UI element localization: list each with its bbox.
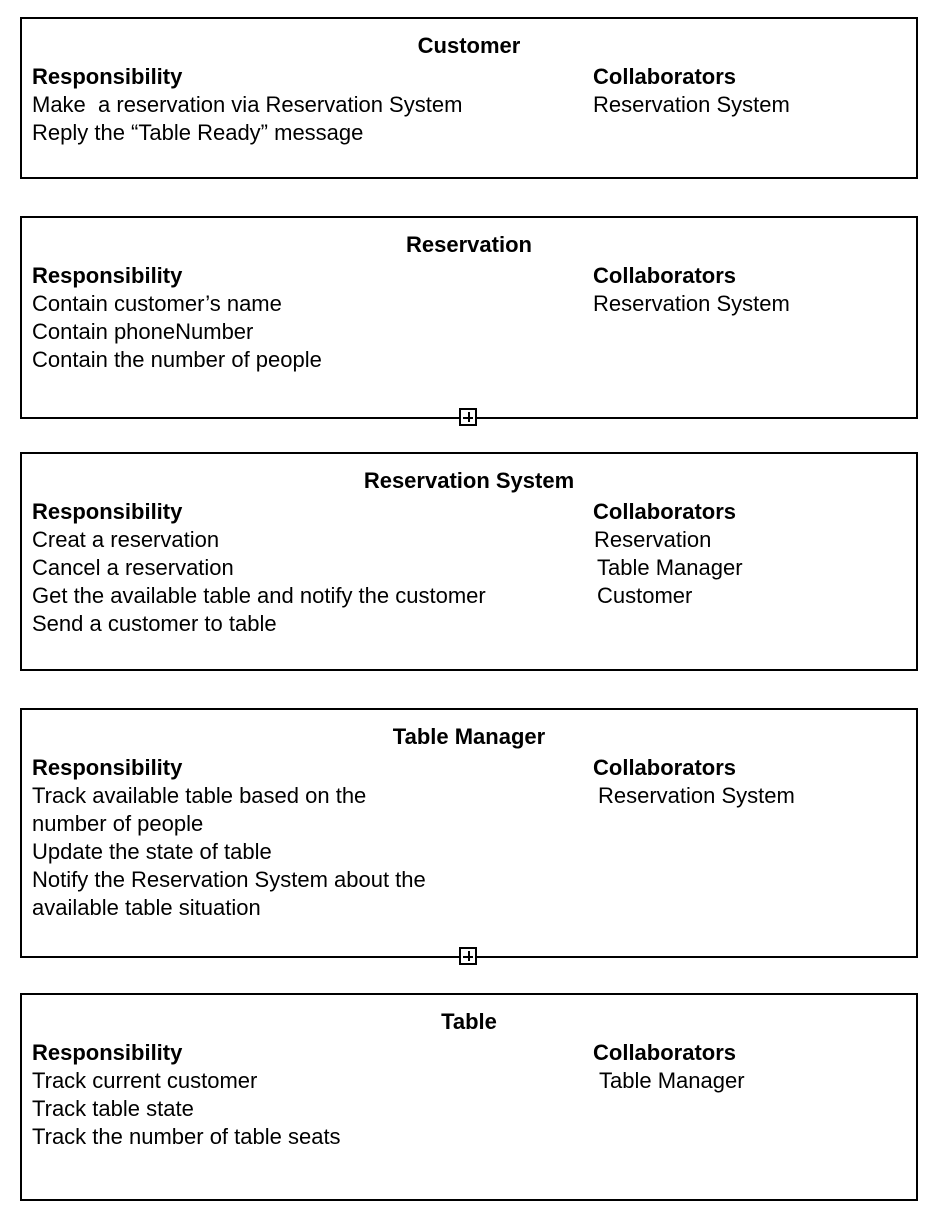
collaborator-item: Table Manager xyxy=(599,1068,745,1093)
responsibility-heading: Responsibility xyxy=(32,64,183,89)
collaborator-item: Reservation System xyxy=(593,291,790,316)
responsibility-item: Get the available table and notify the c… xyxy=(32,583,486,608)
collaborators-heading: Collaborators xyxy=(593,64,737,89)
responsibility-item: available table situation xyxy=(32,895,261,920)
responsibility-column: Responsibility Creat a reservation Cance… xyxy=(32,498,572,638)
responsibility-item: Notify the Reservation System about the xyxy=(32,867,426,892)
responsibility-column: Responsibility Contain customer’s name C… xyxy=(32,262,572,374)
responsibility-item: Track current customer xyxy=(32,1068,258,1093)
collaborators-column: Collaborators Reservation System xyxy=(593,262,893,318)
card-title: Table Manager xyxy=(392,724,546,749)
responsibility-item: Track table state xyxy=(32,1096,194,1121)
responsibility-item: Contain phoneNumber xyxy=(32,319,254,344)
responsibility-item: Make a reservation via Reservation Syste… xyxy=(32,92,463,117)
responsibility-column: Responsibility Make a reservation via Re… xyxy=(32,63,572,147)
responsibility-item: Reply the “Table Ready” message xyxy=(32,120,364,145)
collaborator-item: Reservation System xyxy=(598,783,795,808)
collaborator-item: Reservation xyxy=(594,527,712,552)
responsibility-item: Update the state of table xyxy=(32,839,272,864)
responsibility-heading: Responsibility xyxy=(32,499,183,524)
collaborators-heading: Collaborators xyxy=(593,499,737,524)
collaborators-heading: Collaborators xyxy=(593,755,737,780)
expand-handle-icon[interactable] xyxy=(459,408,477,426)
expand-handle-icon[interactable] xyxy=(459,947,477,965)
responsibility-item: Track the number of table seats xyxy=(32,1124,341,1149)
collaborators-column: Collaborators Reservation Table Manager … xyxy=(593,498,893,610)
responsibility-heading: Responsibility xyxy=(32,1040,183,1065)
responsibility-item: Cancel a reservation xyxy=(32,555,234,580)
crc-card-reservation[interactable]: Reservation Responsibility Contain custo… xyxy=(20,216,918,419)
responsibility-item: Send a customer to table xyxy=(32,611,277,636)
collaborators-column: Collaborators Reservation System xyxy=(593,63,893,119)
responsibility-item: Track available table based on the xyxy=(32,783,367,808)
responsibility-column: Responsibility Track current customer Tr… xyxy=(32,1039,572,1151)
card-title: Reservation System xyxy=(363,468,575,493)
responsibility-item: Contain customer’s name xyxy=(32,291,282,316)
collaborator-item: Customer xyxy=(597,583,693,608)
collaborators-heading: Collaborators xyxy=(593,263,737,288)
responsibility-heading: Responsibility xyxy=(32,263,183,288)
responsibility-column: Responsibility Track available table bas… xyxy=(32,754,572,922)
collaborators-heading: Collaborators xyxy=(593,1040,737,1065)
collaborators-column: Collaborators Reservation System xyxy=(593,754,893,810)
crc-card-customer[interactable]: Customer Responsibility Make a reservati… xyxy=(20,17,918,179)
crc-card-table[interactable]: Table Responsibility Track current custo… xyxy=(20,993,918,1201)
collaborators-column: Collaborators Table Manager xyxy=(593,1039,893,1095)
card-title: Customer xyxy=(417,33,521,58)
responsibility-item: Contain the number of people xyxy=(32,347,322,372)
responsibility-item: number of people xyxy=(32,811,204,836)
card-title: Reservation xyxy=(406,232,532,257)
responsibility-item: Creat a reservation xyxy=(32,527,220,552)
crc-card-reservation-system[interactable]: Reservation System Responsibility Creat … xyxy=(20,452,918,671)
collaborator-item: Table Manager xyxy=(597,555,743,580)
responsibility-heading: Responsibility xyxy=(32,755,183,780)
crc-card-table-manager[interactable]: Table Manager Responsibility Track avail… xyxy=(20,708,918,958)
collaborator-item: Reservation System xyxy=(593,92,790,117)
card-title: Table xyxy=(441,1009,497,1034)
